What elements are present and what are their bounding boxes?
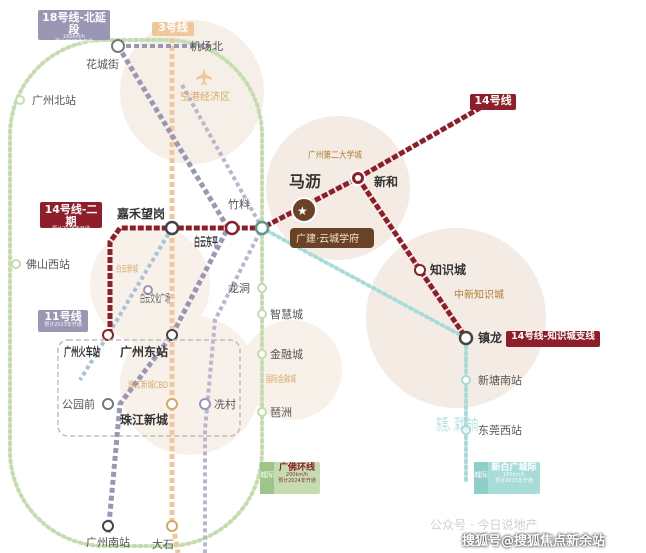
badge-line11-note: 预计2023年开通 bbox=[44, 321, 82, 328]
label-guangzhounan: 广州南站 bbox=[86, 535, 130, 549]
watermark-faint: 公众号 · 今日说地产 bbox=[430, 518, 538, 532]
badge-xinbai-spec: 160km/h bbox=[502, 472, 526, 479]
station-marker-xintangnan[interactable] bbox=[461, 375, 471, 385]
badge-ring-line[interactable]: 城际 广佛环线 200km/h 预计2024年开通 bbox=[260, 462, 320, 494]
station-marker-gongyuanqian[interactable] bbox=[102, 398, 114, 410]
area-label-zhongxin: 中新知识城 bbox=[454, 288, 504, 301]
airplane-icon bbox=[196, 68, 212, 85]
line-14-knowledge-branch bbox=[355, 176, 469, 340]
label-jichangbei: 机场北 bbox=[190, 39, 223, 53]
label-guangzhoudong: 广州东站 bbox=[120, 344, 168, 359]
badge-line14-top-name: 14号线 bbox=[474, 94, 512, 107]
station-marker-zhujiangxincheng[interactable] bbox=[166, 398, 178, 410]
badge-line18-note: 预计2025年开通 bbox=[55, 39, 93, 46]
station-marker-baiyundongping[interactable] bbox=[224, 220, 240, 236]
badge-ring-line-note: 预计2024年开通 bbox=[278, 477, 316, 484]
watermark-brand: 搜狐号@搜狐焦点新余站 bbox=[462, 534, 606, 549]
station-marker-pazhou[interactable] bbox=[257, 407, 267, 417]
label-zhishicheng: 知识城 bbox=[429, 262, 466, 277]
area-label-kongjiang: 空港经济区 bbox=[180, 90, 230, 103]
label-xinhe: 新和 bbox=[374, 174, 398, 189]
area-label-daxuecheng: 广州第二大学城 bbox=[308, 149, 362, 161]
station-marker-jinrongcheng[interactable] bbox=[257, 349, 267, 359]
star-icon: ★ bbox=[297, 204, 308, 218]
station-marker-guangzhouhuochezhan[interactable] bbox=[102, 329, 114, 341]
badge-xinbai-note: 预计2023年开通 bbox=[495, 477, 533, 484]
badge-line14-phase2-name: 14号线-二期 bbox=[44, 203, 98, 228]
badge-ring-line-spec: 200km/h bbox=[285, 472, 309, 479]
label-xintangnan: 新塘南站 bbox=[478, 373, 522, 387]
label-gongyuanqian: 公园前 bbox=[62, 397, 95, 411]
project-name: 广建·云城学府 bbox=[296, 232, 359, 245]
label-zhihuicheng: 智慧城 bbox=[270, 307, 303, 321]
label-dongguanxi: 东莞西站 bbox=[478, 423, 522, 437]
station-marker-jiahewanggang[interactable] bbox=[164, 220, 180, 236]
station-marker-guangzhoudong[interactable] bbox=[166, 329, 178, 341]
badge-line3-name: 3号线 bbox=[158, 21, 188, 34]
station-marker-guangzhounan[interactable] bbox=[102, 520, 114, 532]
station-marker-foshanxi[interactable] bbox=[11, 259, 21, 269]
label-longdong: 龙洞 bbox=[228, 282, 250, 295]
area-label-dongguan: 东莞、深圳方向 bbox=[436, 415, 478, 434]
label-jiahewanggang: 嘉禾望岗 bbox=[116, 206, 165, 221]
badge-line14-branch[interactable]: 14号线-知识城支线 bbox=[506, 331, 600, 347]
airport-area-blob bbox=[120, 20, 264, 164]
station-marker-zhihuicheng[interactable] bbox=[257, 309, 267, 319]
station-marker-zhishicheng[interactable] bbox=[414, 264, 426, 276]
cbd-dashed-box bbox=[57, 339, 241, 437]
badge-line14-phase2-note: 预计2026年开通 bbox=[52, 226, 90, 233]
xinbai-intercity-line bbox=[260, 226, 468, 482]
station-marker-dashi[interactable] bbox=[166, 520, 178, 532]
station-marker-zhenlong[interactable] bbox=[458, 330, 474, 346]
label-pazhou: 琶洲 bbox=[270, 406, 292, 419]
knowledge-city-area-blob bbox=[366, 228, 546, 408]
label-zhujiangxincheng: 珠江新城 bbox=[120, 412, 168, 427]
badge-line14-top[interactable]: 14号线 bbox=[470, 94, 516, 110]
area-label-baiyunxincheng: 白云新城 bbox=[116, 263, 138, 275]
badge-line18-name: 18号线-北延段 bbox=[42, 11, 106, 36]
area-label-cbd: 珠江新城CBD bbox=[128, 379, 168, 391]
label-baiyunwenhua: 白云文化广场 bbox=[140, 291, 170, 305]
badge-line14-phase2[interactable]: 14号线-二期 预计2026年开通 bbox=[40, 202, 102, 232]
station-marker-baiyunwenhua[interactable] bbox=[143, 285, 153, 295]
line-18-south bbox=[180, 84, 265, 553]
badge-line11[interactable]: 11号线 预计2023年开通 bbox=[38, 310, 88, 332]
station-marker-zhuliao[interactable] bbox=[254, 220, 270, 236]
badge-ring-line-name: 广佛环线 bbox=[278, 463, 315, 473]
ring-line-type-tag: 城际 bbox=[260, 462, 274, 494]
badge-line14-branch-name: 14号线-知识城支线 bbox=[511, 331, 595, 342]
label-xiancun: 冼村 bbox=[214, 397, 236, 411]
label-dashi: 大石 bbox=[152, 537, 174, 551]
station-markers bbox=[11, 39, 474, 532]
station-marker-xiancun[interactable] bbox=[199, 398, 211, 410]
badge-xinbai-name: 新白广城际 bbox=[491, 463, 537, 473]
badge-line3[interactable]: 3号线 bbox=[152, 22, 194, 36]
label-foshanxi: 佛山西站 bbox=[26, 257, 70, 271]
badge-line11-name: 11号线 bbox=[44, 310, 82, 323]
station-marker-huachengjie[interactable] bbox=[111, 39, 125, 53]
label-jinrongcheng: 金融城 bbox=[270, 347, 303, 361]
label-guangzhoubei: 广州北站 bbox=[32, 93, 76, 107]
area-label-guojijinrongcheng: 国际金融城 bbox=[266, 373, 296, 385]
station-marker-longdong[interactable] bbox=[257, 283, 267, 293]
label-zhuliao: 竹料 bbox=[228, 197, 250, 211]
xinbai-type-tag: 城际 bbox=[474, 462, 488, 494]
label-guangzhouhuochezhan: 广州火车站 bbox=[64, 344, 100, 359]
finance-area-blob bbox=[242, 320, 342, 420]
station-marker-xinhe-core bbox=[355, 175, 361, 181]
badge-xinbai-line[interactable]: 城际 新白广城际 160km/h 预计2023年开通 bbox=[474, 462, 540, 494]
badge-line18[interactable]: 18号线-北延段 160km/h 预计2025年开通 bbox=[38, 10, 110, 45]
station-marker-guangzhoubei[interactable] bbox=[15, 95, 25, 105]
project-label-box[interactable] bbox=[290, 228, 374, 248]
badge-line18-spec: 160km/h bbox=[62, 34, 86, 41]
label-baiyundongping: 白云东平 bbox=[194, 234, 218, 249]
label-zhenlong: 镇龙 bbox=[478, 330, 502, 345]
station-marker-dongguanxi[interactable] bbox=[461, 425, 471, 435]
label-huachengjie: 花城街 bbox=[86, 57, 119, 71]
label-mali: 马沥 bbox=[289, 172, 321, 191]
project-marker[interactable] bbox=[291, 197, 317, 223]
cbd-area-blob bbox=[120, 315, 260, 455]
